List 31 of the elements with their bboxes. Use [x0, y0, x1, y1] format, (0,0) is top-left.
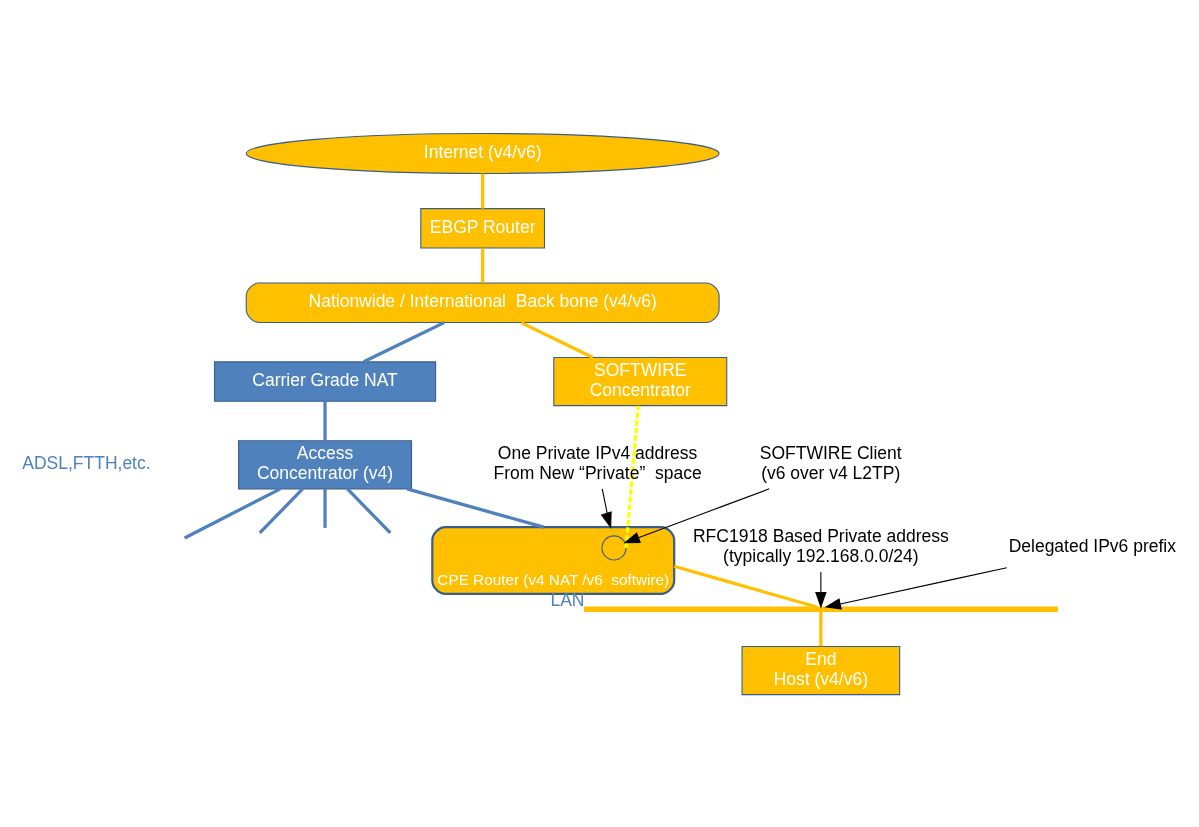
connector — [673, 564, 818, 609]
node-box: EBGP Router — [420, 207, 546, 249]
connector — [624, 405, 640, 548]
connector — [406, 486, 545, 529]
node-box: Nationwide / International Back bone (v4/v6) — [245, 282, 720, 323]
node-text: RFC1918 Based Private address (typically 192.168.0.0/24) — [692, 525, 949, 566]
connector — [481, 247, 485, 283]
connector — [819, 611, 823, 646]
label: ADSL,FTTH,etc. — [22, 452, 151, 473]
node-text: SOFTWIRE Client (v6 over v4 L2TP) — [759, 442, 902, 483]
connector — [183, 486, 282, 539]
connector — [346, 487, 392, 534]
node-box: SOFTWIRE Concentrator — [553, 356, 728, 406]
node-bar — [583, 606, 1058, 612]
arrow — [815, 571, 827, 608]
node-text: One Private IPv4 address From New “Private” space — [493, 442, 702, 483]
connector — [258, 487, 304, 534]
node-box: End Host (v4/v6) — [741, 645, 901, 695]
node-box: Access Concentrator (v4) — [238, 439, 413, 489]
arrow — [824, 566, 1008, 609]
node-box: Carrier Grade NAT — [213, 360, 437, 402]
connector — [323, 400, 327, 441]
connector — [363, 320, 445, 363]
connector — [520, 320, 594, 359]
connector — [323, 488, 327, 528]
node-circle — [601, 534, 627, 561]
node-text: Delegated IPv6 prefix — [1008, 535, 1176, 556]
node-ellipse: Internet (v4/v6) — [245, 132, 720, 174]
connector — [481, 173, 485, 209]
arrow — [600, 487, 612, 529]
arrow — [623, 487, 770, 543]
